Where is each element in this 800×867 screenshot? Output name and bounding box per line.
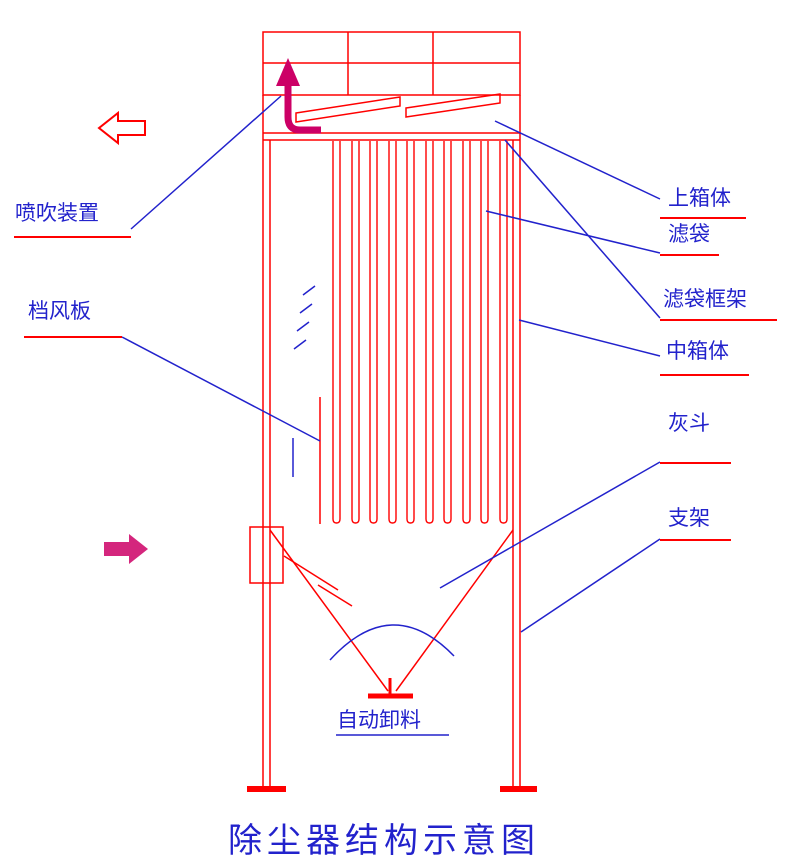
filter-bags (332, 141, 508, 524)
middle-box-walls (262, 95, 521, 788)
leader-support (520, 538, 661, 633)
label-upper-box: 上箱体 (668, 186, 731, 210)
leader-upper-box (494, 120, 661, 200)
leader-blow-device (130, 95, 282, 230)
filter-bag (406, 141, 415, 524)
discharge-flange (368, 678, 413, 699)
ash-hopper-cone (269, 529, 514, 692)
filter-bag (499, 141, 508, 524)
pulse-jet-pipe (284, 86, 321, 134)
leader-baffle (121, 336, 321, 442)
pulse-jet-device (276, 58, 321, 134)
filter-bag (388, 141, 397, 524)
leader-filter-bag (485, 210, 661, 254)
label-middle-box: 中箱体 (666, 339, 729, 363)
flow-dashes (293, 285, 316, 350)
diagram-title: 除尘器结构示意图 (228, 821, 540, 861)
label-support: 支架 (668, 506, 710, 530)
filter-bag (480, 141, 489, 524)
label-baffle: 档风板 (28, 299, 91, 323)
filter-bag (369, 141, 378, 524)
blow-pipes (295, 93, 501, 123)
filter-bag (425, 141, 434, 524)
leader-bag-cage (504, 139, 661, 319)
inlet-arrow-icon (104, 534, 148, 564)
tube-sheet (263, 132, 520, 141)
filter-bag (332, 141, 341, 524)
inlet-box (249, 526, 284, 584)
dust-level-arc (329, 624, 455, 661)
pulse-jet-arrow-icon (276, 58, 300, 86)
filter-bag (462, 141, 471, 524)
label-blow-device: 喷吹装置 (15, 201, 99, 225)
filter-bag (443, 141, 452, 524)
leader-middle-box (518, 319, 661, 357)
upper-box (262, 31, 521, 96)
label-underlines (14, 217, 777, 541)
outlet-arrow-icon (97, 110, 146, 146)
filter-bag (351, 141, 360, 524)
label-ash-hopper: 灰斗 (668, 411, 710, 435)
label-auto-discharge: 自动卸料 (337, 708, 421, 732)
leader-ash-hopper (439, 461, 661, 589)
label-bag-cage: 滤袋框架 (663, 287, 747, 311)
label-filter-bag: 滤袋 (668, 222, 710, 246)
